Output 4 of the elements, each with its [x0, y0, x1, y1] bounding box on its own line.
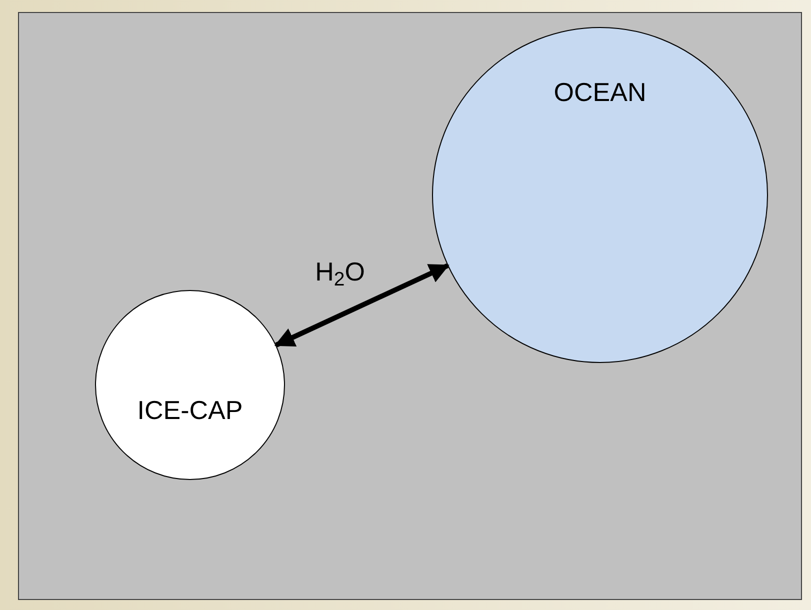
double-arrow: [274, 263, 450, 348]
node-label: OCEAN: [554, 76, 646, 108]
edge-label: H$_{2}$O: [315, 256, 365, 292]
node-label: ICE-CAP: [137, 394, 243, 426]
